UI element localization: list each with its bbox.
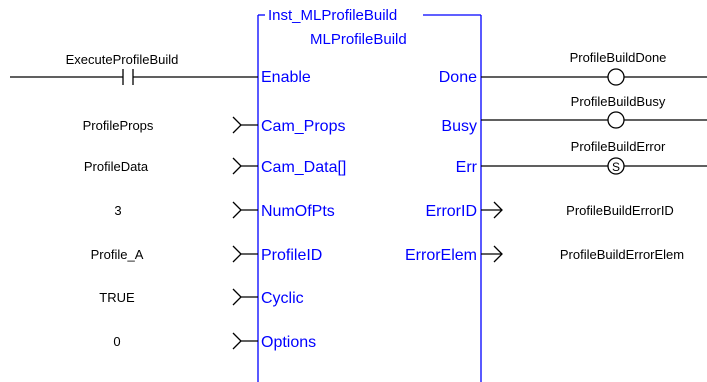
cyclic-pin-label: Cyclic [261, 290, 304, 307]
input-options: 0 Options [113, 332, 316, 351]
input-profile-id: Profile_A ProfileID [91, 245, 322, 264]
input-cam-props: ProfileProps Cam_Props [83, 116, 345, 135]
error-id-arrow [493, 201, 503, 219]
cyclic-variable-label[interactable]: TRUE [99, 290, 135, 305]
num-of-pts-arrow [232, 201, 242, 219]
output-done: Done ProfileBuildDone [439, 50, 707, 86]
input-num-of-pts: 3 NumOfPts [114, 201, 335, 220]
error-elem-variable-label[interactable]: ProfileBuildErrorElem [560, 247, 684, 262]
err-coil-letter: S [612, 160, 620, 174]
profile-id-pin-label: ProfileID [261, 247, 322, 264]
error-elem-pin-label: ErrorElem [405, 247, 477, 264]
done-pin-label: Done [439, 69, 477, 86]
err-variable-label[interactable]: ProfileBuildError [571, 139, 666, 154]
block-type-name: MLProfileBuild [310, 31, 407, 48]
error-id-pin-label: ErrorID [425, 203, 477, 220]
block-instance-name: Inst_MLProfileBuild [268, 7, 397, 24]
enable-variable-label[interactable]: ExecuteProfileBuild [66, 52, 179, 67]
input-cyclic: TRUE Cyclic [99, 288, 304, 307]
enable-pin-label: Enable [261, 69, 311, 86]
profile-id-variable-label[interactable]: Profile_A [91, 247, 144, 262]
cam-data-arrow [232, 157, 242, 175]
err-pin-label: Err [456, 159, 478, 176]
error-id-variable-label[interactable]: ProfileBuildErrorID [566, 203, 674, 218]
enable-rung: ExecuteProfileBuild Enable [10, 52, 311, 86]
busy-coil[interactable] [607, 111, 625, 129]
cam-data-variable-label[interactable]: ProfileData [84, 159, 149, 174]
output-busy: Busy ProfileBuildBusy [441, 94, 707, 135]
cam-props-arrow [232, 116, 242, 134]
output-err: Err S ProfileBuildError [456, 139, 707, 176]
num-of-pts-pin-label: NumOfPts [261, 203, 335, 220]
options-arrow [232, 332, 242, 350]
cyclic-arrow [232, 288, 242, 306]
output-error-id: ErrorID ProfileBuildErrorID [425, 201, 674, 220]
function-block[interactable]: Inst_MLProfileBuild MLProfileBuild [257, 7, 482, 382]
done-variable-label[interactable]: ProfileBuildDone [570, 50, 667, 65]
num-of-pts-variable-label[interactable]: 3 [114, 203, 121, 218]
error-elem-arrow [493, 245, 503, 263]
profile-id-arrow [232, 245, 242, 263]
output-error-elem: ErrorElem ProfileBuildErrorElem [405, 245, 684, 264]
input-cam-data: ProfileData Cam_Data[] [84, 157, 346, 176]
options-variable-label[interactable]: 0 [113, 334, 120, 349]
options-pin-label: Options [261, 334, 316, 351]
cam-props-variable-label[interactable]: ProfileProps [83, 118, 154, 133]
cam-props-pin-label: Cam_Props [261, 118, 345, 135]
cam-data-pin-label: Cam_Data[] [261, 159, 346, 176]
busy-variable-label[interactable]: ProfileBuildBusy [571, 94, 666, 109]
done-coil[interactable] [607, 68, 625, 86]
busy-pin-label: Busy [441, 118, 477, 135]
